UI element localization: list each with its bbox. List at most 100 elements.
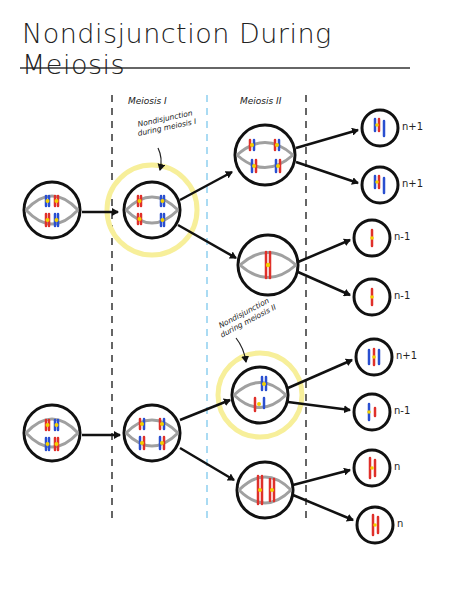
cell [55,199,59,203]
flow-arrow [180,448,234,480]
gamete-cell: n-1 [352,277,418,317]
ploidy-label: n-1 [394,405,410,416]
cell [24,405,80,461]
cell [124,405,180,461]
divider-lines [112,95,306,522]
cell [250,143,254,147]
gamete-chromosomes [372,355,376,359]
gamete-chromosomes [368,350,371,364]
flow-arrow [298,240,350,262]
cell [140,441,144,445]
gamete-cell: n-1 [352,218,418,258]
cell [239,477,291,503]
ploidy-label: n [397,518,403,529]
cell [237,143,293,168]
flow-arrow [180,400,230,420]
divider-lines [206,95,208,522]
flow-arrow [296,130,358,148]
gamete-chromosomes [367,410,371,414]
cell-outline [362,110,398,146]
flow-arrow [293,470,350,485]
flow-arrow [180,172,232,200]
flow-arrow [293,495,353,520]
ploidy-label: n-1 [394,290,410,301]
gamete-chromosomes [373,349,376,365]
ploidy-label: n-1 [394,231,410,242]
cell [235,125,295,185]
highlight-ring [107,165,197,255]
cell [124,405,180,461]
cell [46,442,50,446]
annotation-note: Nondisjunction during meiosis I [129,107,203,140]
cell [240,253,296,278]
cell-outline [354,450,390,486]
gamete-cell: n+1 [354,337,420,377]
flow-arrow [82,211,118,214]
cell [46,218,50,222]
cell [46,199,50,203]
gamete-chromosomes [378,350,381,364]
cell [275,143,279,147]
cell [238,235,298,295]
cell [270,488,274,492]
cell [55,442,59,446]
cell-outline [354,337,394,377]
cell [263,398,266,408]
cell [232,367,288,423]
cell [161,218,165,222]
cell [26,196,78,224]
cell [126,197,178,223]
cell [232,367,288,423]
gamete-chromosomes [383,178,386,193]
cell [124,182,180,238]
flow-arrow [82,130,358,520]
cell [46,423,50,427]
flow-arrow [298,272,350,295]
highlight-ring [218,353,302,437]
cell [235,125,295,185]
divider-lines [111,95,113,522]
cell [126,420,178,446]
gamete-chromosomes [383,121,386,136]
flow-arrow [288,402,350,410]
annotation-note: Nondisjunction during meiosis II [210,292,282,342]
gamete-cell: n+1 [360,108,426,148]
gamete-chromosomes [371,289,374,305]
gamete-chromosomes [375,180,379,184]
ploidy-label: n+1 [402,178,423,189]
gamete-chromosomes [373,523,377,527]
cell-outline [360,165,400,205]
gamete-chromosomes [374,408,377,416]
gamete-chromosomes [370,295,374,299]
ploidy-label: n [394,461,400,472]
cell [258,488,262,492]
leader-arrow [158,148,161,170]
cell [254,398,257,411]
gamete-chromosomes [370,466,374,470]
gamete-chromosomes [374,460,377,476]
cell-outline [360,108,400,148]
cell [124,182,180,238]
gamete-chromosomes [368,404,371,420]
diagram-title: Nondisjunction During Meiosis [22,18,442,80]
cell-outline [352,392,392,432]
gamete-cell: n [352,448,418,488]
cell-outline [357,507,393,543]
cell [238,235,298,295]
cell [237,462,293,518]
cell-outline [354,220,390,256]
cell-outline [352,277,392,317]
column-header: Meiosis II [240,96,310,107]
cell [26,419,78,447]
column-header: Meiosis I [128,96,198,107]
cell-outline [356,339,392,375]
flow-arrow [296,162,358,183]
gamete-cell: n [355,505,421,545]
cell-outline [352,218,392,258]
flow-arrow [288,360,352,388]
divider-lines [305,95,307,522]
cell [55,218,59,222]
cell [234,383,286,408]
gamete-cell: n+1 [360,165,426,205]
